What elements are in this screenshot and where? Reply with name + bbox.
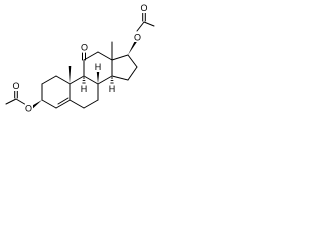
bond-o-c17-carbonyl: [136, 21, 145, 32]
bond-c11-c12: [83, 51, 99, 61]
bond-c4-c5-double: [57, 97, 69, 105]
ketone-oxygen-label: O: [81, 43, 88, 53]
bond-c10-c1: [55, 75, 71, 85]
h8-label: H: [95, 62, 102, 72]
methyl-wedge-c19: [68, 66, 72, 84]
bond-acetyl-methyl-c17: [143, 21, 155, 27]
bond-c14-c8: [97, 75, 113, 85]
carbonyl-o-c3-bg: [11, 81, 21, 91]
bond-c10-c9: [69, 75, 85, 85]
bond-c17-c16: [127, 54, 138, 68]
bond-c6-c5: [69, 99, 85, 109]
ester-oxygen-c17-label: O: [134, 33, 141, 43]
carbonyl-oxygen-c17-label: O: [140, 3, 147, 13]
bond-c7-c6: [83, 99, 99, 109]
bond-c13-c17: [111, 54, 129, 61]
acetate-c3: O O: [5, 81, 42, 114]
bond-c15-c14: [111, 75, 129, 81]
wedge-h8: [96, 72, 100, 84]
bond-acetyl-methyl-c3: [5, 98, 17, 105]
bond-o-c3-carbonyl: [15, 98, 25, 105]
ketone-o-bg: [80, 42, 89, 52]
bond-c12-c13: [97, 51, 113, 61]
bond-c16-c15: [127, 66, 138, 81]
carbonyl-oxygen-c3-label: O: [12, 81, 19, 91]
ring-d: [111, 54, 138, 81]
bond-c4-c5: [55, 99, 71, 109]
acetate-c17: O O: [128, 3, 155, 55]
wedge-c17-o: [128, 39, 138, 55]
angular-methyls: [68, 41, 113, 84]
ring-a: [41, 75, 71, 109]
bond-c3-c4: [41, 99, 57, 109]
steroid-skeletal-formula: O H H H O O: [5, 3, 155, 114]
ring-b: [69, 75, 99, 109]
bond-c1-c2: [41, 75, 57, 85]
bond-c9-c8: [83, 75, 99, 85]
carbonyl-o-c17-bg: [139, 3, 149, 13]
ketone-group: O: [80, 42, 89, 61]
stereo-hydrogens: H H H: [81, 62, 116, 94]
wedge-c3-o: [31, 100, 42, 109]
ester-o-c3-bg: [24, 103, 33, 113]
ester-oxygen-c3-label: O: [25, 104, 32, 114]
h9-label: H: [81, 84, 88, 94]
ester-o-c17-bg: [133, 32, 142, 42]
structure-canvas: O H H H O O: [0, 0, 170, 129]
h14-label: H: [109, 84, 116, 94]
ring-c: [83, 51, 113, 85]
